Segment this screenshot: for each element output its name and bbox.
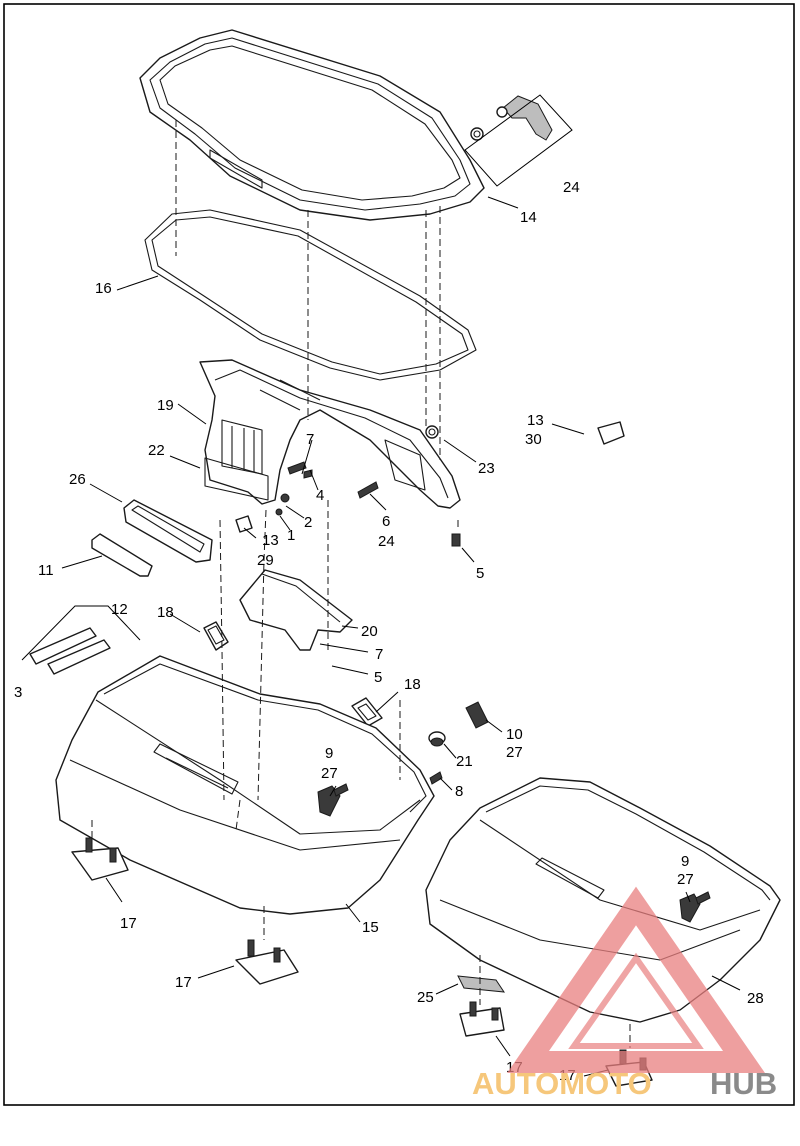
- callout-24-top: 24: [563, 179, 580, 196]
- part-trim-26: [123, 499, 213, 563]
- callout-26: 26: [69, 471, 86, 488]
- callout-5-top: 5: [476, 565, 484, 582]
- leader-lines: [61, 196, 741, 1077]
- callout-27-left: 27: [321, 765, 338, 782]
- callout-28: 28: [747, 990, 764, 1007]
- callout-24-mid: 24: [378, 533, 395, 550]
- part-latch-knob: [464, 94, 573, 187]
- part-plate-20: [239, 569, 353, 651]
- callout-17-a: 17: [120, 915, 137, 932]
- callout-12: 12: [111, 601, 128, 618]
- callout-11: 11: [38, 562, 54, 579]
- callout-9-left: 9: [325, 745, 333, 762]
- callout-7-top: 7: [306, 431, 314, 448]
- callout-9-right: 9: [681, 853, 689, 870]
- part-hinge-bracket: [199, 359, 461, 509]
- callout-3: 3: [14, 684, 22, 701]
- callout-15: 15: [362, 919, 379, 936]
- part-clip-18a: [203, 621, 229, 651]
- part-seal: [144, 209, 477, 381]
- callout-19: 19: [157, 397, 174, 414]
- callout-23: 23: [478, 460, 495, 477]
- callout-18-left: 18: [157, 604, 174, 621]
- part-bumper-10: [465, 701, 489, 729]
- callout-6: 6: [382, 513, 390, 530]
- callout-5-mid: 5: [374, 669, 382, 686]
- watermark: AUTOMOTO HUB: [472, 886, 777, 1101]
- part-latch-left: [317, 783, 349, 817]
- part-mount-17b: [235, 939, 299, 985]
- callout-27-right: 27: [677, 871, 694, 888]
- watermark-triangle-icon: [507, 886, 765, 1073]
- callout-4: 4: [316, 487, 324, 504]
- part-trim-11: [91, 533, 153, 577]
- callout-20: 20: [361, 623, 378, 640]
- callout-8: 8: [455, 783, 463, 800]
- callout-7-mid: 7: [375, 646, 383, 663]
- callout-1: 1: [287, 527, 295, 544]
- callout-27-top: 27: [506, 744, 523, 761]
- callouts: 24 14 16 19 22 7 4 2 1 13 29 6 24 23 13 …: [14, 179, 764, 1084]
- callout-21: 21: [456, 753, 473, 770]
- callout-17-b: 17: [175, 974, 192, 991]
- watermark-inner-triangle-icon: [568, 952, 704, 1049]
- part-small-hardware: [235, 421, 625, 547]
- part-screw-8: [429, 771, 443, 785]
- callout-25: 25: [417, 989, 434, 1006]
- callout-14: 14: [520, 209, 537, 226]
- alignment-lines: [91, 120, 631, 1048]
- callout-18-right: 18: [404, 676, 421, 693]
- callout-13-left: 13: [262, 532, 279, 549]
- watermark-text-hub: HUB: [710, 1066, 777, 1101]
- callout-16: 16: [95, 280, 112, 297]
- part-pad-25: [457, 975, 506, 993]
- part-bumper-21: [428, 731, 446, 747]
- callout-29: 29: [257, 552, 274, 569]
- part-mount-17c: [459, 1001, 505, 1037]
- callout-22: 22: [148, 442, 165, 459]
- callout-2: 2: [304, 514, 312, 531]
- watermark-text-automoto: AUTOMOTO: [472, 1066, 652, 1101]
- diagram-frame: [3, 3, 795, 1106]
- part-clip-18b: [351, 697, 383, 727]
- callout-30: 30: [525, 431, 542, 448]
- part-lid: [139, 29, 485, 221]
- part-mount-17a: [71, 837, 129, 881]
- part-latch-right: [679, 891, 711, 923]
- part-reflector-strips: [21, 605, 141, 675]
- callout-13-right: 13: [527, 412, 544, 429]
- part-saddlebag-left: [55, 655, 435, 915]
- callout-10: 10: [506, 726, 523, 743]
